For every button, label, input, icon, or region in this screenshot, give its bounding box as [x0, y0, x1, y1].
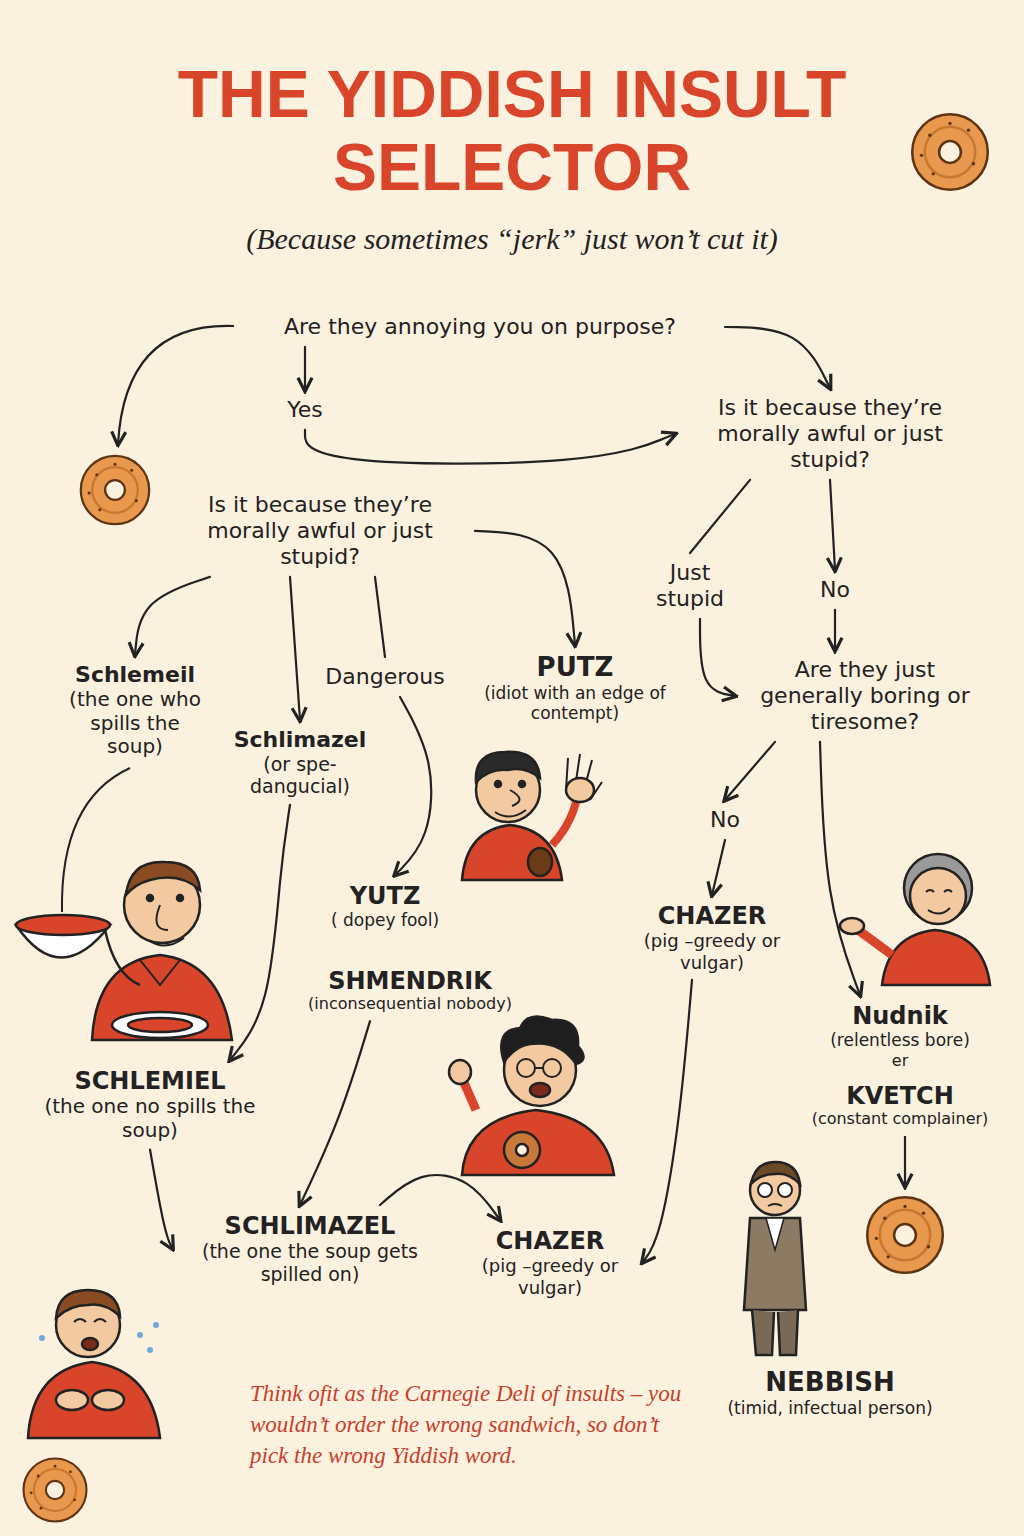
node-heading: Are they just generally boring or tireso… [742, 657, 988, 735]
insult-entry: CHAZER(pig –greedy or vulgar) [463, 1225, 638, 1300]
node-heading: Just stupid [645, 560, 736, 612]
flow-arrow [834, 610, 836, 650]
flow-arrow [830, 480, 835, 570]
node-definition: (the one no spills the soup) [35, 1095, 266, 1142]
node-definition: (the one the soup gets spilled on) [180, 1240, 441, 1285]
node-definition: (inconsequential nobody) [290, 995, 531, 1014]
node-definition: ( dopey fool) [312, 910, 458, 930]
insult-entry: SHMENDRIK(inconsequential nobody) [288, 965, 533, 1016]
flow-arrow [712, 840, 725, 895]
donut [912, 114, 988, 190]
node-definition: (relentless bore) [797, 1030, 1003, 1050]
node-definition: (constant complainer) [790, 1110, 1011, 1129]
donut [24, 1459, 87, 1522]
node-definition: (the one who spills the soup) [60, 688, 211, 759]
flow-arrow [304, 347, 306, 390]
spill-line [62, 768, 130, 912]
node-heading: YUTZ [312, 882, 458, 910]
flow-arrow [300, 1021, 370, 1205]
question-text: Are they annoying you on purpose? [240, 312, 720, 342]
node-heading: Are they annoying you on purpose? [242, 314, 718, 340]
node-heading: KVETCH [790, 1082, 1011, 1110]
question-text: Yes [270, 395, 340, 425]
node-heading: Is it because they’re morally awful or j… [682, 395, 978, 473]
flow-arrow [395, 697, 431, 875]
node-heading: SCHLEMIEL [35, 1067, 266, 1095]
node-heading: Dangerous [320, 664, 451, 690]
node-heading: NEBBISH [695, 1367, 966, 1398]
chazer-figure [449, 1016, 614, 1175]
insult-entry: Nudnik(relentless bore) [795, 1000, 1005, 1052]
node-heading: Schlimazel [222, 727, 378, 753]
insult-entry: KVETCH(constant complainer) [788, 1080, 1013, 1131]
insult-entry: NEBBISH(timid, infectual person) [693, 1365, 968, 1420]
insult-entry: CHAZER(pig –greedy or vulgar) [625, 900, 800, 975]
node-heading: CHAZER [465, 1227, 636, 1255]
node-definition: (pig –greedy or vulgar) [465, 1255, 636, 1297]
node-definition: (pig –greedy or vulgar) [627, 930, 798, 972]
node-definition: (timid, infectual person) [695, 1398, 966, 1418]
donut-arrow [904, 1136, 906, 1186]
node-heading: No [812, 577, 858, 603]
node-heading: SHMENDRIK [290, 967, 531, 995]
donut [867, 1197, 943, 1273]
insult-entry: Schlemeil(the one who spills the soup) [58, 660, 213, 761]
putz-figure [462, 752, 602, 880]
node-heading: SCHLIMAZEL [180, 1212, 441, 1240]
flow-arrow [643, 980, 693, 1263]
caption: Think ofit as the Carnegie Deli of insul… [250, 1378, 690, 1471]
flow-arrow [690, 480, 750, 553]
flow-arrow [305, 430, 675, 464]
flow-arrow [700, 619, 735, 696]
donut [81, 456, 149, 524]
flow-arrow [150, 1150, 173, 1249]
crying-figure [28, 1290, 160, 1438]
flow-arrow [290, 577, 300, 720]
nebbish-figure [744, 1162, 806, 1355]
node-definition: (or spe- dangucial) [222, 753, 378, 798]
flow-arrow [135, 577, 210, 655]
node-heading: Yes [272, 397, 338, 423]
node-heading: Schlemeil [60, 662, 211, 688]
soup-man-figure [16, 862, 232, 1040]
node-heading: Nudnik [797, 1002, 1003, 1030]
subtitle: (Because sometimes “jerk” just won’t cut… [62, 222, 962, 256]
connective-word: er [870, 1051, 930, 1070]
node-heading: No [702, 807, 748, 833]
insult-entry: PUTZ(idiot with an edge of contempt) [475, 650, 675, 725]
node-heading: CHAZER [627, 902, 798, 930]
node-heading: PUTZ [477, 652, 673, 683]
node-heading: Is it because they’re morally awful or j… [172, 492, 468, 570]
node-definition: (idiot with an edge of contempt) [477, 683, 673, 723]
question-text: Is it because they’re morally awful or j… [680, 393, 980, 475]
insult-entry: YUTZ( dopey fool) [310, 880, 460, 932]
flow-arrow [230, 805, 290, 1060]
insult-entry: SCHLIMAZEL(the one the soup gets spilled… [178, 1210, 443, 1287]
nudnik-figure [840, 854, 990, 985]
question-text: Just stupid [643, 558, 738, 614]
flow-arrow [725, 742, 775, 800]
flow-arrow [380, 1175, 500, 1220]
donut-arrow [118, 326, 234, 444]
flow-arrow [375, 577, 385, 657]
question-text: No [810, 575, 860, 605]
insult-entry: Schlimazel(or spe- dangucial) [220, 725, 380, 800]
question-text: Are they just generally boring or tireso… [740, 655, 990, 737]
question-text: Dangerous [318, 662, 453, 692]
flow-arrow [725, 327, 830, 388]
flow-arrow [475, 531, 575, 645]
flow-arrow [820, 742, 860, 995]
question-text: No [700, 805, 750, 835]
insult-entry: SCHLEMIEL(the one no spills the soup) [33, 1065, 268, 1145]
question-text: Is it because they’re morally awful or j… [170, 490, 470, 572]
poster-title: THE YIDDISH INSULT SELECTOR [100, 58, 924, 203]
